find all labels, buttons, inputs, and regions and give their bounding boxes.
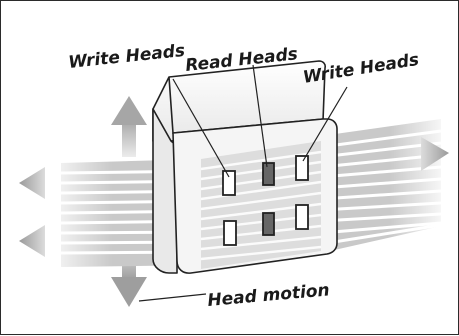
callout-write-heads-right	[302, 86, 348, 162]
write-head-right-bottom	[295, 204, 309, 230]
read-head-top	[262, 162, 275, 186]
callout-write-heads-left	[172, 78, 230, 178]
callout-read-heads	[252, 64, 268, 168]
tape-left-arrow-bottom	[19, 225, 45, 257]
write-head-right-top	[295, 155, 309, 181]
write-head-left-top	[222, 170, 236, 196]
label-write-heads-right: Write Heads	[302, 50, 421, 88]
callout-head-motion	[138, 293, 207, 302]
callout-lines	[138, 64, 348, 302]
tape-right-arrow	[421, 137, 449, 171]
read-head-bottom	[262, 212, 275, 236]
label-write-heads-left: Write Heads	[67, 41, 186, 73]
head-motion-up-arrow	[111, 96, 147, 157]
write-head-left-bottom	[223, 220, 237, 246]
tape-left-arrow-top	[19, 167, 45, 199]
label-head-motion: Head motion	[207, 280, 331, 311]
